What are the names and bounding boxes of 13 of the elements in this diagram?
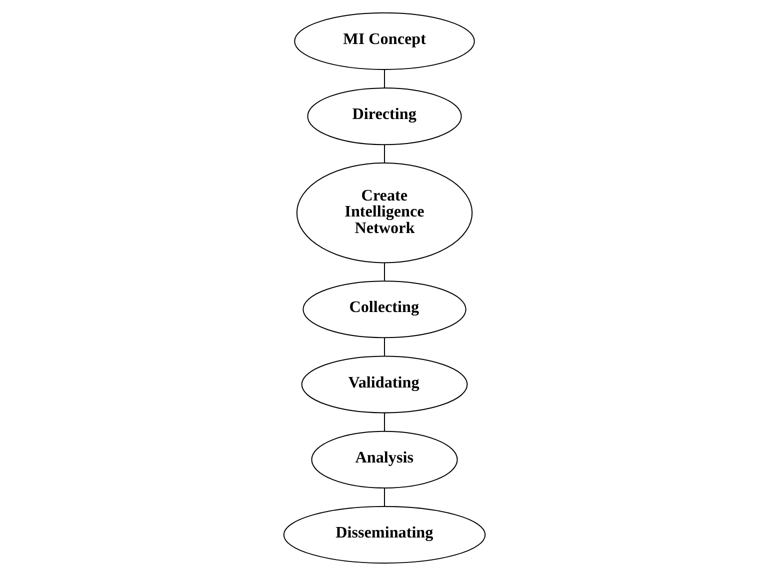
node-ellipse: Validating	[301, 356, 468, 414]
connector	[384, 338, 385, 356]
node-ellipse: MI Concept	[294, 12, 475, 70]
connector	[384, 413, 385, 431]
node-ellipse: Collecting	[302, 280, 466, 338]
connector	[384, 488, 385, 506]
node-ellipse: Directing	[307, 88, 462, 146]
node-ellipse: Disseminating	[283, 506, 486, 564]
node-ellipse: Analysis	[311, 430, 458, 488]
connector	[384, 262, 385, 281]
connector	[384, 144, 385, 163]
node-ellipse: Create Intelligence Network	[296, 162, 473, 264]
connector	[384, 70, 385, 88]
